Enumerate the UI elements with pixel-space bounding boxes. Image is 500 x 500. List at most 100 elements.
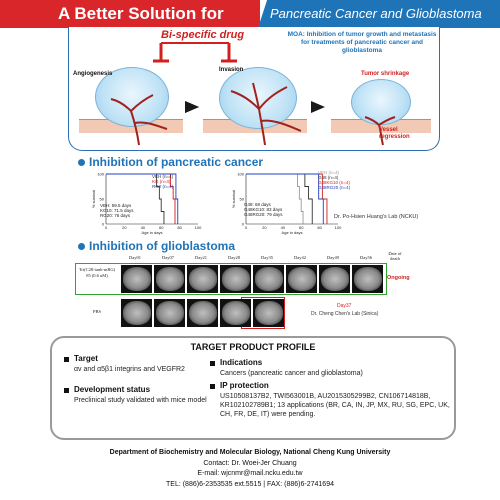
mri-scan — [286, 265, 317, 293]
section-bullet-glioblastoma — [78, 243, 85, 250]
x-tick-label: 80 — [177, 225, 182, 230]
mri-scan — [187, 265, 218, 293]
x-tick-label: 20 — [262, 225, 267, 230]
left-stat: RG20: 76 days — [100, 213, 131, 218]
survival-curve — [106, 173, 179, 224]
right-plot-stats: G48: 68 days G48KG10: 83 days G48RG20: 7… — [244, 202, 283, 217]
survival-curve — [246, 173, 324, 224]
right-stat: G48RG20: 79 days — [244, 212, 283, 217]
moa-text: MOA: Inhibition of tumor growth and meta… — [287, 31, 437, 54]
arrow-right-2 — [311, 101, 325, 113]
bullet-icon — [64, 388, 69, 393]
right-plot-legend: VEH (n=4) G48 (n=4) G48KG10 (n=4) G48RG2… — [318, 170, 350, 190]
mri-panel: Day01 Day07 Day21 Day28 Day35 Day42 Day49 Day56… — [75, 251, 410, 331]
drug-label: Bi-specific drug — [161, 29, 245, 41]
brain-scan-image — [156, 301, 184, 325]
brain-scan-image — [123, 267, 151, 291]
left-plot-legend: VEH (n=4) KG (n=4) RG2 (n=4) — [152, 174, 173, 189]
left-legend-item: KG (n=4) — [152, 179, 171, 184]
left-plot-stats: VEH: 59.5 days KG10: 71.5 days RG20: 76 … — [100, 203, 134, 218]
tumor-shrinkage-label: Tumor shrinkage — [361, 71, 410, 77]
mri-scan — [187, 299, 218, 327]
footer-email[interactable]: E-mail: wjcnmr@mail.ncku.edu.tw — [197, 470, 303, 477]
mri-row1-label: Tri(C28-tanh-mRG) 85 (0.6 uM) — [78, 267, 116, 278]
ip-heading: IP protection — [220, 381, 269, 390]
header-banner: A Better Solution for Pancreatic Cancer … — [0, 0, 500, 28]
bullet-icon — [210, 384, 215, 389]
brain-scan-image — [156, 267, 184, 291]
x-tick-label: 80 — [317, 225, 322, 230]
brain-scan-image — [189, 301, 217, 325]
mri-row2-label: PBS — [92, 309, 101, 314]
mri-scan — [220, 265, 251, 293]
glioblastoma-credit: Dr. Cheng Chen's Lab (Sinica) — [311, 311, 379, 317]
right-legend-item: G48 (n=4) — [318, 175, 339, 180]
section-bullet-pancreatic — [78, 159, 85, 166]
x-tick-label: 60 — [299, 225, 304, 230]
x-tick-label: 40 — [281, 225, 286, 230]
mri-day-label: Day21 — [195, 255, 207, 260]
y-tick-label: 0 — [242, 222, 245, 227]
brain-scan-image — [255, 301, 283, 325]
mri-scan — [121, 299, 152, 327]
mri-day-label: Day01 — [129, 255, 141, 260]
indications-heading: Indications — [220, 358, 263, 367]
x-tick-label: 100 — [195, 225, 202, 230]
y-axis-label: % survival — [92, 190, 96, 208]
y-axis-label: % survival — [232, 190, 236, 208]
brain-scan-image — [354, 267, 382, 291]
stage2-vessels — [230, 82, 302, 146]
brain-scan-image — [123, 301, 151, 325]
ip-text: US10508137B2, TWI563001B, AU2015305299B2… — [220, 393, 450, 418]
brain-scan-image — [222, 267, 250, 291]
right-legend-item: VEH (n=4) — [318, 170, 340, 175]
mri-day-label: Day35 — [261, 255, 273, 260]
mri-scan — [253, 265, 284, 293]
section-title-pancreatic: Inhibition of pancreatic cancer — [89, 155, 264, 169]
brain-scan-image — [288, 267, 316, 291]
right-stat: G48: 68 days — [244, 202, 271, 207]
stage1-vessels — [110, 94, 168, 146]
mri-row1-frame — [75, 263, 387, 295]
death-header: Date of death — [388, 251, 402, 261]
x-tick-label: 60 — [159, 225, 164, 230]
header-left-title: A Better Solution for — [58, 4, 224, 23]
mri-day-label: Day49 — [327, 255, 339, 260]
profile-title: TARGET PRODUCT PROFILE — [190, 342, 316, 352]
stage2-tumor — [219, 67, 297, 129]
vessel-regression-label: Vessel regression — [379, 127, 410, 140]
y-tick-label: 50 — [100, 197, 105, 202]
target-product-profile: TARGET PRODUCT PROFILE Target αv and α5β… — [50, 336, 456, 440]
mri-day-label: Day42 — [294, 255, 306, 260]
section-title-glioblastoma: Inhibition of glioblastoma — [89, 239, 235, 253]
mri-scan — [319, 265, 350, 293]
x-axis-label: Age in days — [282, 230, 303, 235]
mri-day-label: Day07 — [162, 255, 174, 260]
mri-scan — [154, 265, 185, 293]
mechanism-illustration — [153, 42, 325, 113]
mri-scan — [121, 265, 152, 293]
left-legend-item: RG2 (n=4) — [152, 184, 174, 189]
footer-contact: Contact: Dr. Woei-Jer Chuang — [203, 459, 297, 467]
brain-scan-image — [222, 301, 250, 325]
x-tick-label: 100 — [335, 225, 342, 230]
x-axis-label: Age in days — [142, 230, 163, 235]
left-stat: KG10: 71.5 days — [100, 208, 134, 213]
header-left-banner: A Better Solution for — [0, 0, 260, 28]
stage3-tumor — [351, 79, 411, 125]
footer-department: Department of Biochemistry and Molecular… — [109, 449, 391, 456]
mri-day-label: Day56 — [360, 255, 372, 260]
right-legend-item: G48KG10 (n=4) — [318, 180, 350, 185]
x-tick-label: 0 — [105, 225, 108, 230]
x-tick-label: 20 — [122, 225, 127, 230]
x-tick-label: 0 — [245, 225, 248, 230]
mri-scan — [253, 299, 284, 327]
brain-scan-image — [255, 267, 283, 291]
mri-scan — [220, 299, 251, 327]
mri-day-label: Day28 — [228, 255, 240, 260]
target-heading: Target — [74, 354, 98, 363]
bullet-icon — [210, 361, 215, 366]
mri-scan — [154, 299, 185, 327]
